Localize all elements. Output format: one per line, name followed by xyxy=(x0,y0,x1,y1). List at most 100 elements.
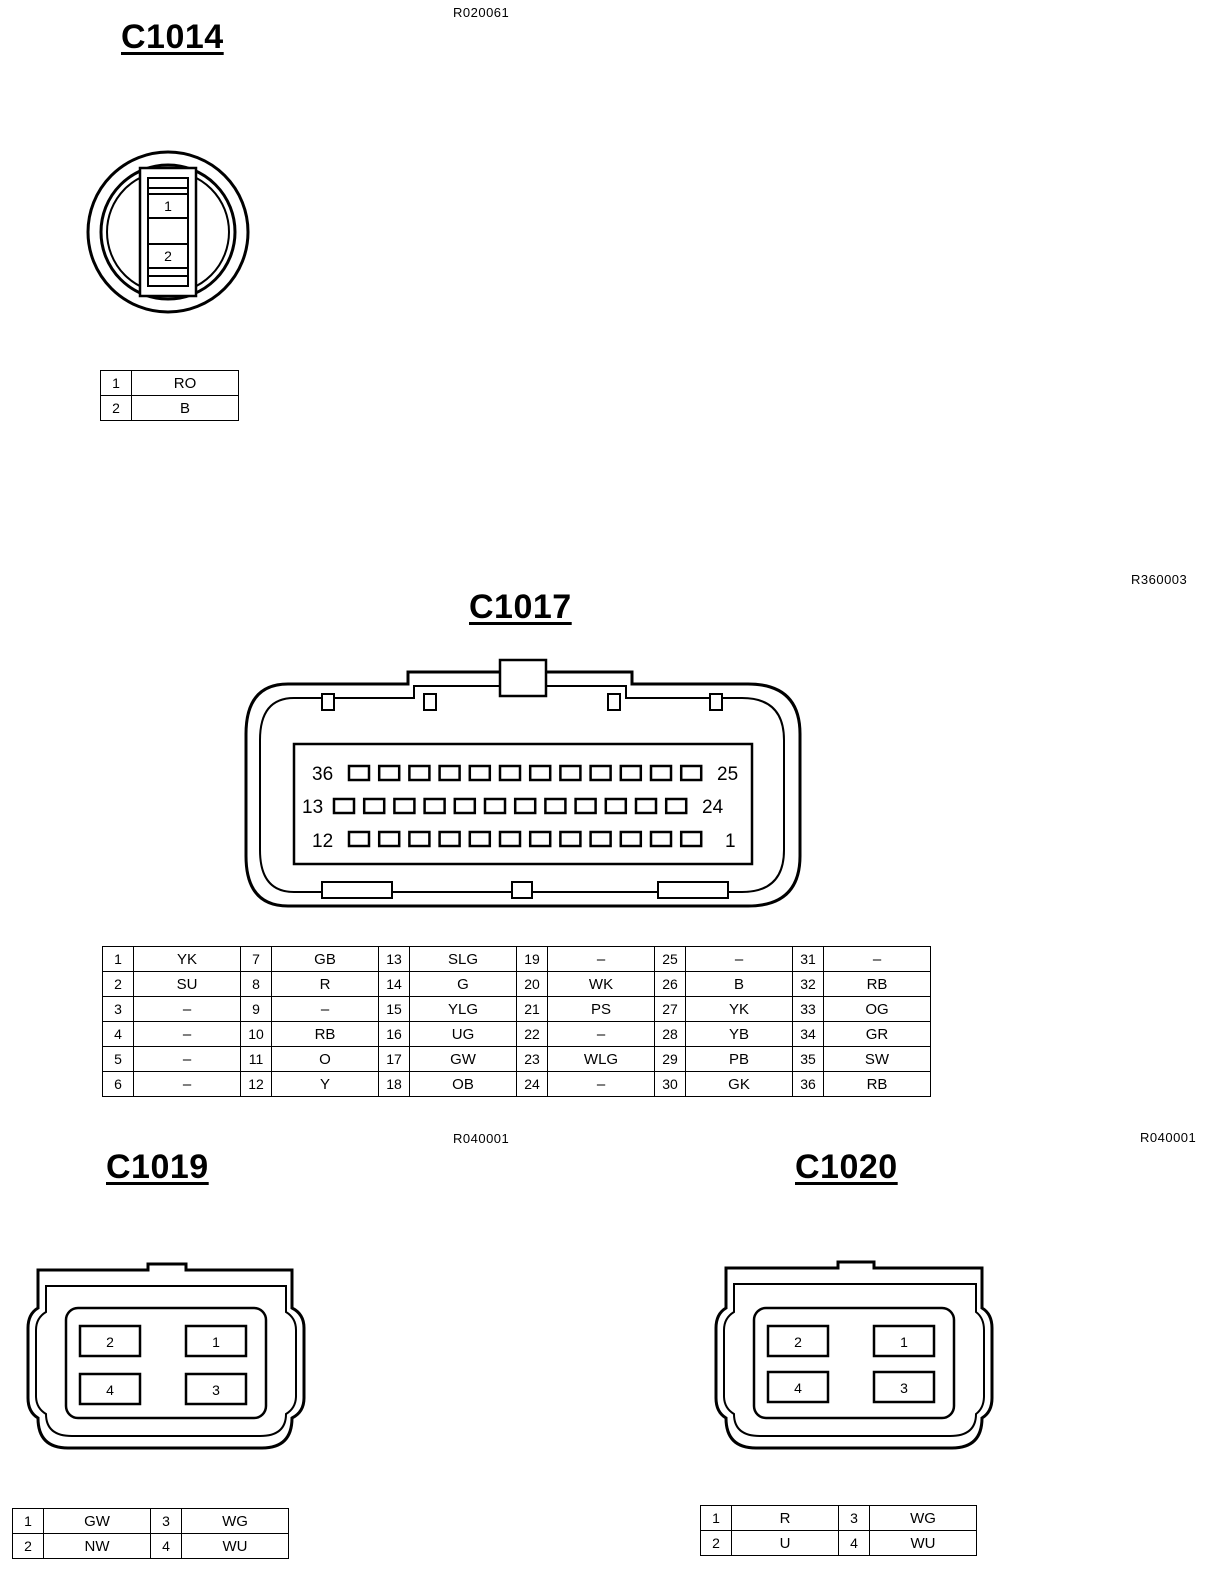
pin-number: 22 xyxy=(516,1021,548,1047)
pin-cavity xyxy=(468,830,492,848)
pin-number: 28 xyxy=(654,1021,686,1047)
pin-cavity xyxy=(362,797,386,815)
wire-color: YB xyxy=(685,1021,793,1047)
pin-cavity xyxy=(589,830,612,848)
pin-cavity xyxy=(408,764,431,782)
table-row: 2 B xyxy=(100,395,239,421)
wire-color: B xyxy=(131,395,239,421)
wire-color: R xyxy=(731,1505,839,1531)
wire-color: OB xyxy=(409,1071,517,1097)
wire-color: – xyxy=(685,946,793,972)
wire-color: WU xyxy=(869,1530,977,1556)
wire-color: OG xyxy=(823,996,931,1022)
pin-number: 30 xyxy=(654,1071,686,1097)
wire-color: SW xyxy=(823,1046,931,1072)
pin-cavity xyxy=(483,797,507,815)
table-row: 1 RO xyxy=(100,370,239,396)
c1019-title: C1019 xyxy=(106,1148,209,1186)
c1017-title: C1017 xyxy=(469,588,572,626)
wire-color: WG xyxy=(181,1508,289,1534)
pin-cavity xyxy=(574,797,597,815)
pin-number: 19 xyxy=(516,946,548,972)
pin-cavity xyxy=(347,764,371,782)
pin-cavity xyxy=(513,797,537,815)
pin-number: 7 xyxy=(240,946,272,972)
wire-color: – xyxy=(271,996,379,1022)
pin-cavity xyxy=(619,764,643,782)
pin-number: 4 xyxy=(102,1021,134,1047)
c1020-title: C1020 xyxy=(795,1148,898,1186)
pin-number: 3 xyxy=(102,996,134,1022)
pin-cavity xyxy=(604,797,628,815)
pin-cavity xyxy=(393,797,416,815)
pin-number: 21 xyxy=(516,996,548,1022)
wire-color: WK xyxy=(547,971,655,997)
pin-cavity xyxy=(679,830,703,848)
pin-cavity xyxy=(634,797,658,815)
pin-cavity xyxy=(528,764,552,782)
wire-color: RO xyxy=(131,370,239,396)
pin-number: 23 xyxy=(516,1046,548,1072)
pin-number: 24 xyxy=(516,1071,548,1097)
pin-number: 12 xyxy=(240,1071,272,1097)
pin-number: 4 xyxy=(838,1530,870,1556)
c1014-pin-table: 1 RO 2 B xyxy=(100,370,239,421)
pin-cavity xyxy=(559,830,582,848)
pin-number: 1 xyxy=(102,946,134,972)
wire-color: WLG xyxy=(547,1046,655,1072)
c1017-connector-face: 36 25 13 24 12 1 xyxy=(244,658,802,908)
c1020-face-pin-3: 3 xyxy=(900,1380,908,1396)
wire-color: GW xyxy=(43,1508,151,1534)
pin-number: 33 xyxy=(792,996,824,1022)
wire-color: GB xyxy=(271,946,379,972)
c1020-face-pin-4: 4 xyxy=(794,1380,802,1396)
pin-cavity xyxy=(589,764,612,782)
pin-cavity xyxy=(377,764,401,782)
c1019-face-pin-4: 4 xyxy=(106,1382,114,1398)
wire-color: YK xyxy=(133,946,241,972)
pin-number: 15 xyxy=(378,996,410,1022)
pin-number: 29 xyxy=(654,1046,686,1072)
pin-number: 17 xyxy=(378,1046,410,1072)
pin-number: 9 xyxy=(240,996,272,1022)
ref-code-c1014: R020061 xyxy=(453,5,510,20)
pin-number: 2 xyxy=(12,1533,44,1559)
pin-number: 2 xyxy=(102,971,134,997)
c1017-label-36: 36 xyxy=(312,764,333,785)
c1017-label-25: 25 xyxy=(717,764,738,785)
pin-number: 31 xyxy=(792,946,824,972)
pin-number: 11 xyxy=(240,1046,272,1072)
pin-cavity xyxy=(438,764,461,782)
pin-number: 18 xyxy=(378,1071,410,1097)
wire-color: G xyxy=(409,971,517,997)
pin-cavity xyxy=(347,830,371,848)
wire-color: SU xyxy=(133,971,241,997)
wire-color: – xyxy=(133,1071,241,1097)
c1017-cavity-grid xyxy=(332,764,703,848)
wire-color: YK xyxy=(685,996,793,1022)
ref-code-c1017: R360003 xyxy=(1131,572,1188,587)
wire-color: YLG xyxy=(409,996,517,1022)
pin-cavity xyxy=(332,797,356,815)
wire-color: – xyxy=(133,996,241,1022)
wire-color: GK xyxy=(685,1071,793,1097)
pin-number: 2 xyxy=(100,395,132,421)
pin-cavity xyxy=(423,797,446,815)
pin-cavity xyxy=(649,830,673,848)
pin-cavity xyxy=(377,830,401,848)
pin-number: 8 xyxy=(240,971,272,997)
c1020-face-pin-2: 2 xyxy=(794,1334,802,1350)
c1019-face-pin-3: 3 xyxy=(212,1382,220,1398)
pin-number: 35 xyxy=(792,1046,824,1072)
wire-color: – xyxy=(133,1046,241,1072)
